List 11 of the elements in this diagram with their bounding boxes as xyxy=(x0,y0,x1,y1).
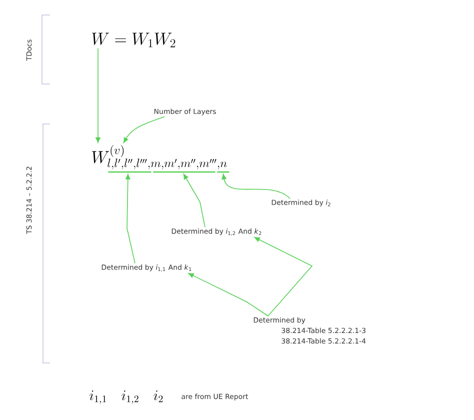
formula: $W = W_1 W_2$ xyxy=(92,32,176,48)
arrow xyxy=(222,174,290,199)
arrow xyxy=(96,48,100,143)
arrow xyxy=(126,174,136,264)
formula: $W^{(v)}_{l,l',l'',l''',m,m',m'',m''',n}$ xyxy=(92,145,227,170)
underline xyxy=(217,171,230,173)
formula: $i_{1,1}\quad i_{1,2}\quad i_2$ xyxy=(90,390,163,404)
arrow xyxy=(123,116,165,143)
arrow xyxy=(188,273,268,316)
arrow xyxy=(183,174,206,228)
arrow xyxy=(254,237,313,316)
